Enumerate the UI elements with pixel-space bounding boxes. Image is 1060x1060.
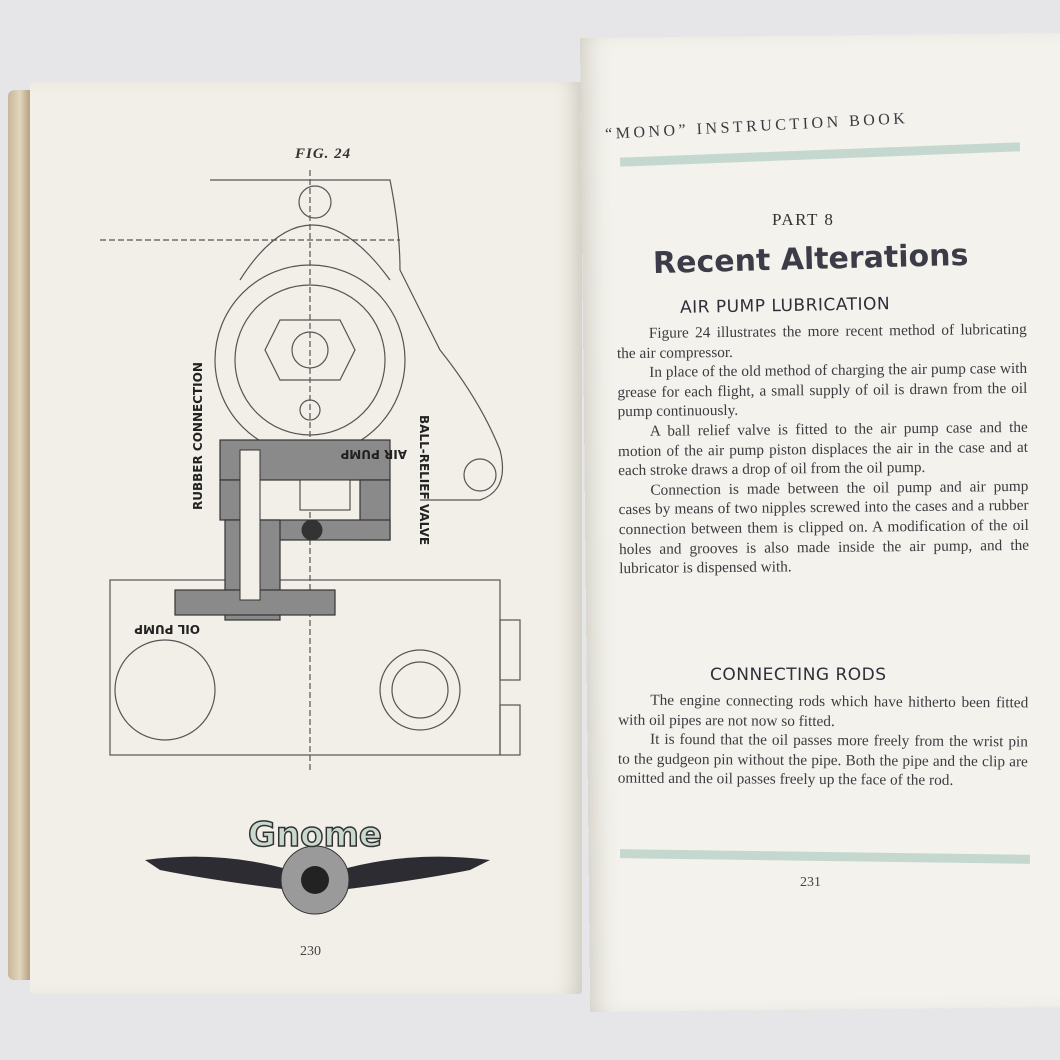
part-label: PART 8 (772, 210, 835, 229)
section-air-pump-text: Figure 24 illustrates the more recent me… (617, 320, 1030, 579)
section-heading-air-pump: AIR PUMP LUBRICATION (679, 294, 891, 318)
paragraph: Connection is made between the oil pump … (618, 477, 1030, 578)
right-page-number: 231 (800, 875, 821, 890)
paragraph: In place of the old method of charging t… (617, 360, 1028, 421)
figure-title: FIG. 24 (295, 146, 352, 162)
gnome-logo: Gnome (145, 814, 490, 915)
paragraph: A ball relief valve is fitted to the air… (617, 418, 1029, 480)
ball-relief-valve-label: BALL-RELIEF VALVE (417, 415, 431, 545)
paragraph: The engine connecting rods which have hi… (618, 691, 1029, 730)
air-pump-label: AIR PUMP (340, 447, 407, 461)
left-page-number: 230 (300, 944, 321, 959)
rubber-connection-label: RUBBER CONNECTION (191, 362, 205, 510)
gnome-logo-text: Gnome (248, 815, 382, 855)
oil-pump-label: OIL PUMP (134, 622, 200, 636)
paragraph: It is found that the oil passes more fre… (617, 730, 1029, 790)
paragraph: Figure 24 illustrates the more recent me… (616, 320, 1027, 362)
engine-diagram: AIR PUMP OIL PUMP RUBBER CONNECTION BALL… (100, 170, 521, 915)
section-connecting-rods-text: The engine connecting rods which have hi… (618, 691, 1029, 792)
section-heading-connecting-rods: CONNECTING RODS (710, 665, 887, 685)
